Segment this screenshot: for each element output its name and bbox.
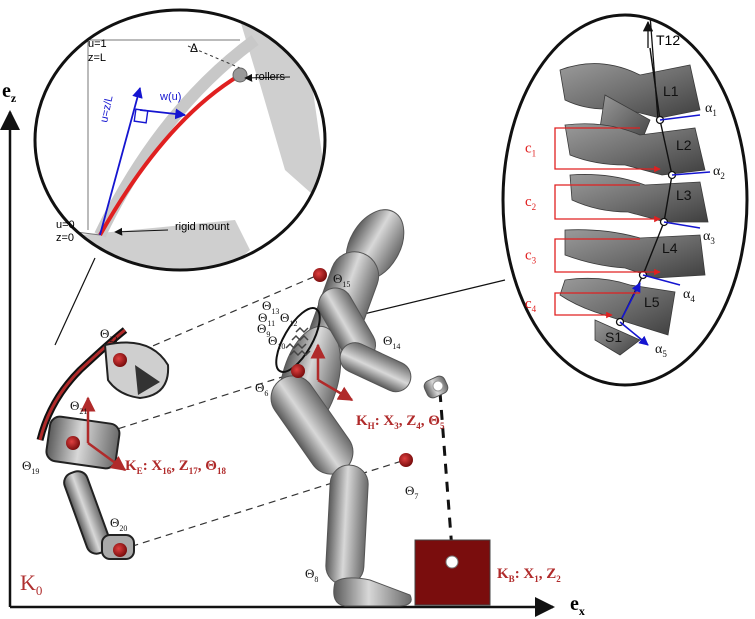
vertebra-L2: L2 [676,137,692,153]
alpha4-label: α4 [683,287,695,304]
load-box [414,539,491,606]
z0-label: z=0 [56,232,74,244]
vertebra-L5: L5 [644,294,660,310]
alpha1-label: α1 [705,101,717,118]
theta-6-label: Θ6 [255,380,268,398]
local-frames [80,343,354,472]
kb-label: KB: X1, Z2 [497,566,561,584]
t12-label: T12 [656,32,680,48]
theta-13-label: Θ13 [262,298,279,316]
joint-theta20 [113,543,127,557]
alpha2-label: α2 [713,164,725,181]
vertebra-L3: L3 [676,187,692,203]
left-inset-connector [54,257,96,346]
theta-14-label: Θ14 [383,333,400,351]
c1-label: c1 [525,141,536,159]
joints [66,268,413,557]
theta-7-label: Θ7 [405,483,418,501]
exo-plate [38,328,126,441]
theta-22-label: Θ22 [100,326,117,344]
alpha3-label: α3 [703,229,715,246]
left-inset: u=1 z=L Δ rollers u=z/L w(u) u=0 z=0 rig… [33,8,327,272]
vertebra-L1: L1 [663,83,679,99]
exo-hip-unit [45,415,121,470]
theta-11-label: Θ11 [258,310,275,328]
theta-21-label: Θ21 [70,398,87,416]
vertebrae-bones [559,63,709,356]
k0-label: K0 [20,570,42,598]
uzl-label: u=z/L [98,95,115,124]
forearm [339,342,412,393]
theta-9-label: Θ9 [257,321,270,339]
ez-label: ez [2,80,17,105]
theta-10-label: Θ10 [268,333,285,351]
global-axes: ez ex K0 [0,80,585,618]
u0-label: u=0 [56,219,75,231]
shank [325,464,369,586]
foot [333,577,412,607]
c3-label: c3 [525,248,537,266]
u1-label: u=1 [88,38,107,50]
exoskeleton [36,327,170,560]
wu-label: w(u) [159,91,181,103]
vertebra-L4: L4 [662,240,678,256]
deflected-plate [98,73,242,236]
joint-theta19 [66,436,80,450]
alpha-labels: α1 α2 α3 α4 α5 [619,101,725,359]
rigid-mount-label: rigid mount [175,221,229,233]
joint-theta15 [313,268,327,282]
vertebra-S1: S1 [605,329,622,345]
kh-label: KH: X3, Z4, Θ5 [356,413,445,431]
rollers-label: rollers [255,71,285,83]
joint-theta22 [113,353,127,367]
box-link-dashed [438,391,454,551]
ke-label: KE: X16, Z17, Θ18 [125,458,226,476]
joint-theta6 [291,364,305,378]
c2-label: c2 [525,194,536,212]
alpha5-label: α5 [655,342,667,359]
c-brackets: c1 c2 c3 c4 [525,127,661,319]
zl-label: z=L [88,52,106,64]
theta-15-label: Θ15 [333,271,350,289]
ex-label: ex [570,593,585,618]
theta-20-label: Θ20 [110,515,127,533]
lumbar-ellipse [275,307,321,373]
joint-theta7 [399,453,413,467]
theta-19-label: Θ19 [22,458,39,476]
theta-8-label: Θ8 [305,566,318,584]
roller-wedge [250,50,325,210]
c4-label: c4 [525,296,537,314]
delta-label: Δ [190,41,198,55]
theta-12-label: Θ12 [280,310,297,328]
